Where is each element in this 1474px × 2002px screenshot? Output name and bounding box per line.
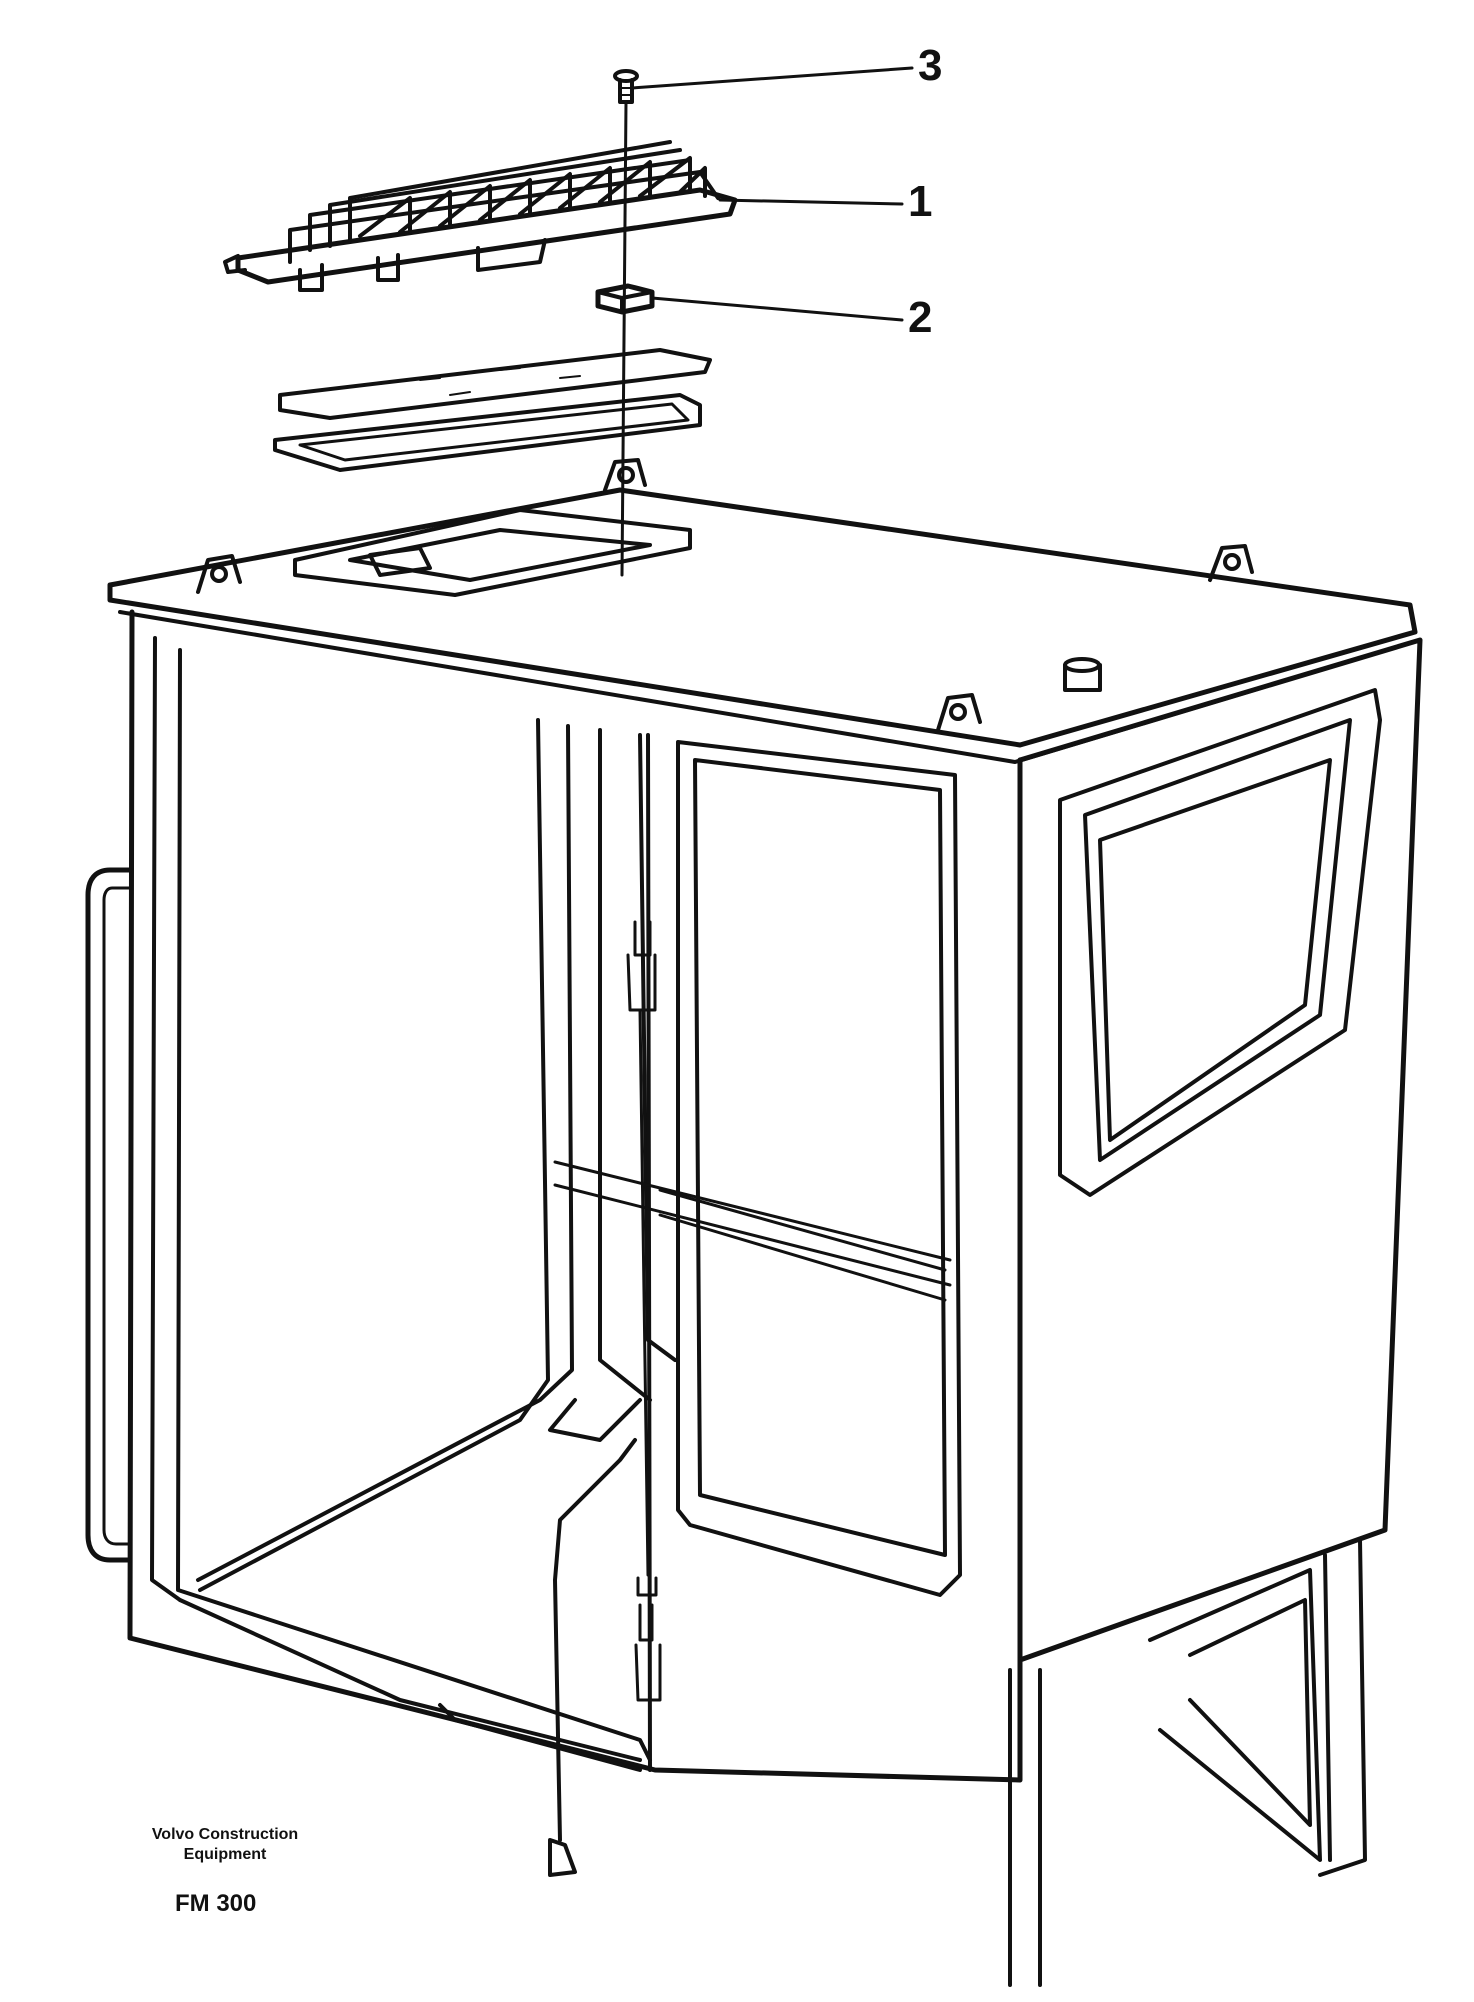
brand-name-line-2: Equipment: [183, 1846, 267, 1863]
leader-2: [650, 296, 904, 322]
callout-leaders: [630, 66, 914, 322]
roof-hatch-panel: [278, 348, 712, 420]
callout-number-2: 2: [908, 293, 933, 342]
hatch-seal: [273, 393, 702, 472]
callout-number-1: 1: [908, 177, 933, 226]
figure-code: FM 300: [175, 1890, 257, 1917]
cab-body: [85, 458, 1423, 1987]
brand-name: Volvo Construction: [151, 1826, 299, 1843]
leader-1: [718, 198, 904, 206]
spacer: [595, 283, 655, 315]
assembly-axis-line: [620, 100, 628, 577]
callout-number-3: 3: [918, 41, 943, 90]
roof-guard-grille: [223, 140, 738, 292]
leader-3: [630, 66, 914, 90]
